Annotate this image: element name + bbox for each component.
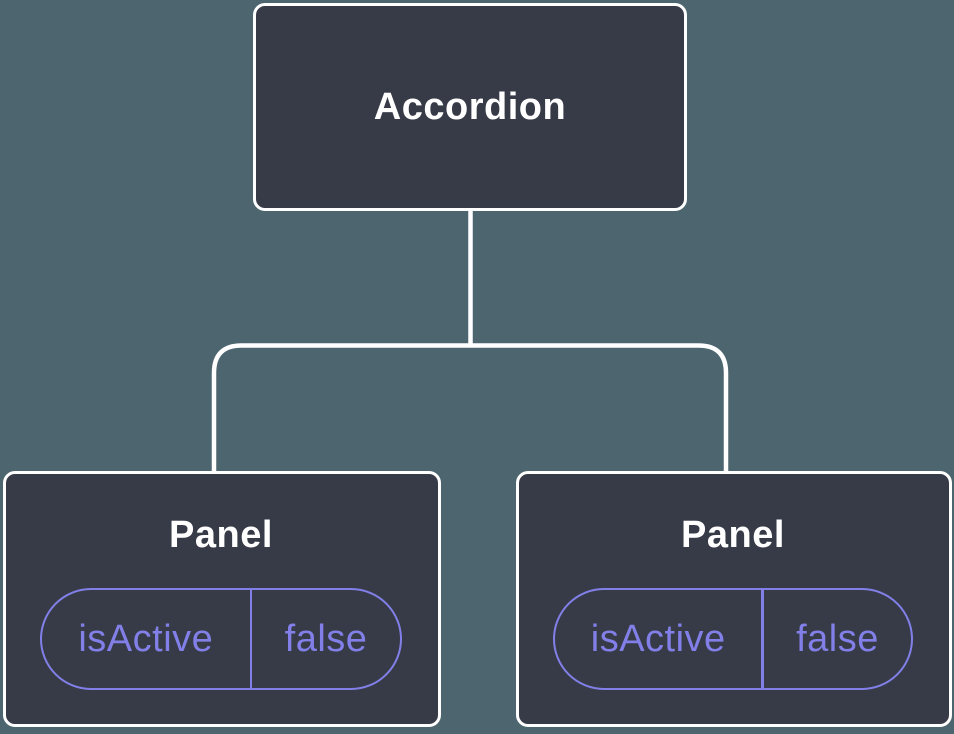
node-accordion-label: Accordion bbox=[373, 86, 567, 128]
state-key: isActive bbox=[78, 617, 214, 660]
pill-divider bbox=[249, 590, 253, 688]
branch-bracket-connector bbox=[211, 343, 729, 473]
node-accordion: Accordion bbox=[253, 3, 687, 211]
state-value: false bbox=[284, 617, 368, 660]
state-key: isActive bbox=[590, 617, 726, 660]
node-panel-right-label: Panel bbox=[681, 514, 785, 556]
state-pill-left: isActive false bbox=[40, 588, 402, 690]
node-panel-right: Panel isActive false bbox=[516, 471, 952, 727]
node-panel-left-label: Panel bbox=[169, 514, 273, 556]
node-panel-left: Panel isActive false bbox=[3, 471, 441, 727]
pill-divider bbox=[761, 590, 764, 688]
state-pill-right: isActive false bbox=[553, 588, 913, 690]
state-value: false bbox=[796, 617, 879, 660]
